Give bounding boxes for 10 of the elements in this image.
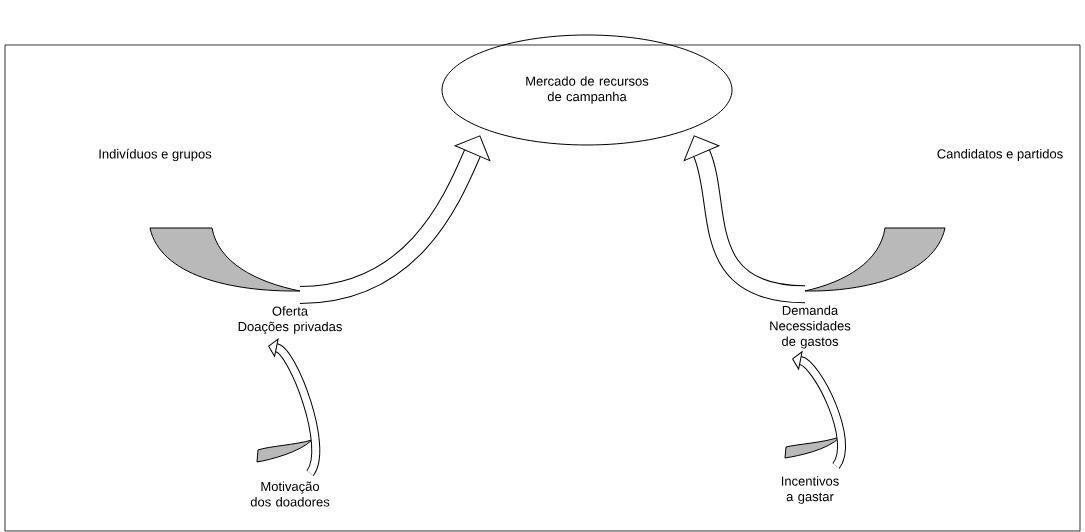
group-label: Indivíduos e grupos	[99, 148, 212, 162]
flow-label: Oferta Doações privadas	[238, 306, 342, 334]
curved-arrow	[268, 338, 321, 476]
curved-arrow	[683, 135, 806, 304]
group-label: Candidatos e partidos	[937, 148, 1063, 162]
curved-arrow	[299, 135, 491, 304]
driver-label: Motivação dos doadores	[250, 481, 330, 507]
curved-arrow	[792, 351, 846, 469]
driver-label: Incentivos a gastar	[781, 476, 839, 504]
flow-label: Demanda Necessidades de gastos	[770, 305, 851, 349]
